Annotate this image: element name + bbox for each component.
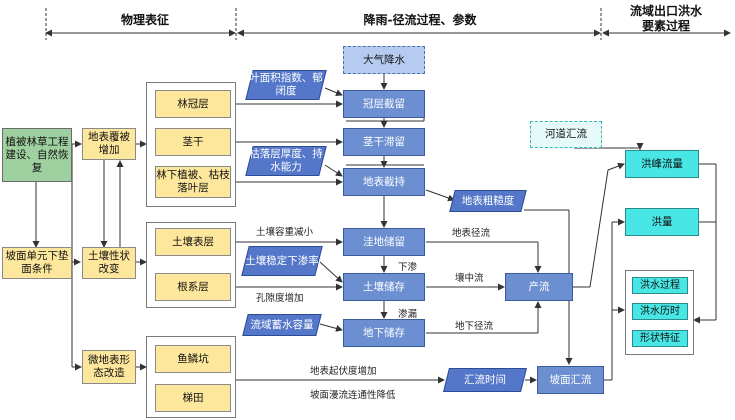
- surface-interception-box: 地表截持: [343, 168, 425, 196]
- slope-confluence-box: 坡面汇流: [537, 366, 604, 394]
- relief-label: 地表起伏度增加: [310, 366, 377, 377]
- percolation-label: 渗漏: [398, 309, 418, 320]
- stability-label: 土壤稳定下渗率: [245, 254, 319, 267]
- rainfall-box: 大气降水: [343, 46, 425, 74]
- soil-surface-box: 土壤表层: [155, 228, 231, 256]
- infiltration-label: 下渗: [398, 262, 418, 273]
- header-process: 降雨-径流过程、参数: [363, 13, 477, 27]
- cover-increase-box: 地表覆被增加: [82, 128, 136, 160]
- flood-duration-box: 洪水历时: [632, 303, 688, 320]
- porosity-label: 孔隙度增加: [256, 293, 304, 304]
- stem-box: 茎干: [155, 128, 231, 156]
- soil-storage-box: 土壤储存: [343, 273, 425, 301]
- micro-relief-box: 微地表形态改造: [82, 350, 136, 384]
- baseflow-label: 地下径流: [455, 321, 494, 332]
- connectivity-label: 坡面漫流连通性降低: [310, 390, 396, 401]
- storage-capacity-param: 流域蓄水容量: [242, 314, 322, 336]
- litter-label: 枯落层厚度、持水能力: [249, 148, 323, 173]
- terrace-box: 梯田: [155, 384, 231, 412]
- header-outlet: 流域出口洪水 要素过程: [606, 4, 726, 34]
- lai-label: 叶面积指数、郁闭度: [249, 72, 323, 97]
- header-outlet-line2: 要素过程: [641, 19, 690, 33]
- header-outlet-line1: 流域出口洪水: [629, 4, 702, 18]
- slope-unit-box: 坡面单元下垫面条件: [2, 247, 72, 279]
- groundwater-storage-box: 地下储存: [343, 319, 425, 347]
- hydrograph-box: 洪水过程: [632, 277, 688, 294]
- canopy-layer-box: 林冠层: [155, 90, 231, 118]
- bulk-density-label: 土壤容重减小: [256, 227, 314, 238]
- roughness-param: 地表粗糙度: [449, 190, 527, 212]
- understory-box: 林下植被、枯枝落叶层: [155, 166, 231, 198]
- shape-feature-box: 形状特征: [632, 330, 688, 347]
- fish-scale-pit-box: 鱼鳞坑: [155, 345, 231, 373]
- channel-routing-box: 河道汇流: [530, 121, 602, 148]
- interflow-label: 壤中流: [455, 273, 484, 284]
- lai-param: 叶面积指数、郁闭度: [245, 70, 327, 100]
- restoration-box: 植被林草工程建设、自然恢复: [2, 128, 72, 182]
- header-physical: 物理表征: [120, 13, 169, 27]
- flood-volume-box: 洪量: [625, 208, 699, 236]
- stability-param: 土壤稳定下渗率: [241, 246, 323, 276]
- canopy-interception-box: 冠层截留: [343, 90, 425, 118]
- runoff-generation-box: 产流: [505, 273, 573, 301]
- surface-runoff-label: 地表径流: [452, 228, 491, 239]
- litter-param: 枯落层厚度、持水能力: [245, 146, 327, 176]
- peak-flow-box: 洪峰流量: [625, 150, 699, 178]
- soil-change-box: 土壤性状改变: [82, 247, 136, 279]
- confluence-time-label: 汇流时间: [464, 373, 506, 386]
- depression-storage-box: 洼地储留: [343, 228, 425, 256]
- stem-retention-box: 茎干滞留: [343, 128, 425, 156]
- root-layer-box: 根系层: [155, 273, 231, 301]
- confluence-time-param: 汇流时间: [443, 368, 527, 392]
- roughness-label: 地表粗糙度: [461, 194, 515, 207]
- storage-capacity-label: 流域蓄水容量: [250, 318, 314, 331]
